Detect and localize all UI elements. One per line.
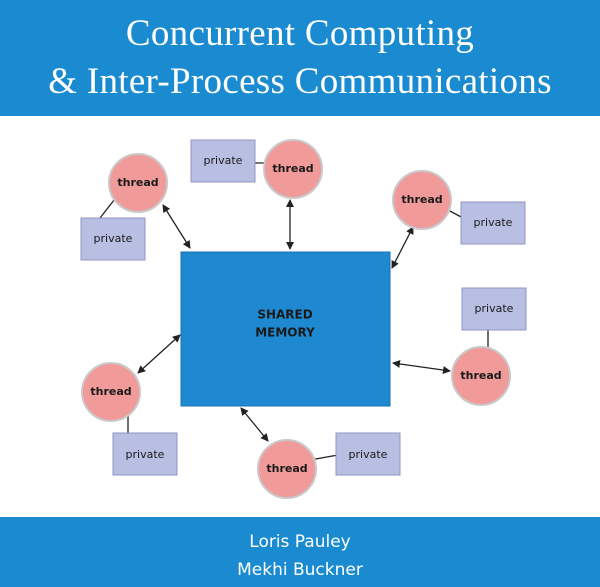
thread-label: thread [266,462,307,475]
thread-node: thread [451,346,511,406]
arrow-line [391,226,414,269]
thread-node: thread [81,362,141,422]
thread-label: thread [460,369,501,382]
author-banner: Loris Pauley Mekhi Buckner [0,517,600,587]
private-box: private [335,432,401,476]
private-box: private [460,201,526,245]
private-box: private [80,217,146,261]
memory-label-line-2: MEMORY [255,326,315,340]
thread-node: thread [392,170,452,230]
private-box: private [461,287,527,331]
thread-node: thread [257,439,317,499]
thread-label: thread [401,193,442,206]
private-box: private [190,139,256,183]
private-label: private [475,302,514,315]
private-box: private [112,432,178,476]
author-name: Loris Pauley [249,532,351,552]
thread-node: thread [108,153,168,213]
arrow-line [137,334,181,374]
private-label: private [204,154,243,167]
thread-label: thread [117,176,158,189]
shared-memory-block [180,251,391,407]
arrow-line [392,360,451,374]
private-label: private [126,448,165,461]
thread-node: thread [263,139,323,199]
memory-label-line-1: SHARED [257,308,312,322]
private-label: private [474,216,513,229]
private-label: private [94,232,133,245]
title-line-1: Concurrent Computing [125,13,475,54]
shared-memory-label: SHARED MEMORY [255,308,315,340]
thread-label: thread [90,385,131,398]
arrow-line [162,204,191,249]
shared-memory-diagram: SHARED MEMORY private private private pr… [80,139,527,499]
title-banner: Concurrent Computing & Inter-Process Com… [0,0,600,116]
thread-label: thread [272,162,313,175]
arrow-line [240,407,269,442]
author-name: Mekhi Buckner [237,560,363,580]
private-label: private [349,448,388,461]
title-line-2: & Inter-Process Communications [48,61,552,102]
